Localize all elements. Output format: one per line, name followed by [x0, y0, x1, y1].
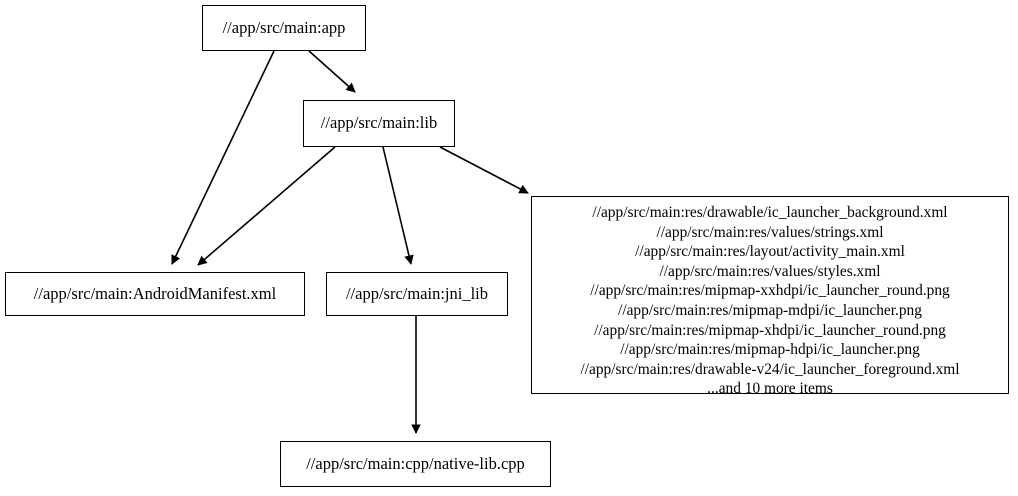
graph-node-res-bundle-line: //app/src/main:res/values/strings.xml [656, 223, 884, 241]
graph-node-res-bundle-line: //app/src/main:res/mipmap-xxhdpi/ic_laun… [590, 282, 950, 300]
graph-node-native-lib-cpp-label: //app/src/main:cpp/native-lib.cpp [306, 453, 525, 473]
edge-lib-to-jni-lib [382, 146, 414, 265]
graph-node-lib[interactable]: //app/src/main:lib [303, 100, 455, 147]
graph-node-res-bundle-line: //app/src/main:res/values/styles.xml [659, 262, 881, 280]
graph-node-app[interactable]: //app/src/main:app [202, 5, 366, 51]
graph-node-jni-lib[interactable]: //app/src/main:jni_lib [326, 272, 508, 316]
graph-node-res-bundle-line: ...and 10 more items [707, 380, 833, 398]
graph-node-lib-label: //app/src/main:lib [320, 113, 438, 133]
edge-lib-to-res-bundle [439, 146, 529, 194]
edge-app-to-manifest [171, 50, 275, 265]
graph-node-res-bundle[interactable]: //app/src/main:res/drawable/ic_launcher_… [531, 196, 1009, 397]
edge-app-to-lib [308, 50, 356, 93]
graph-node-res-bundle-line: //app/src/main:res/layout/activity_main.… [635, 243, 905, 261]
graph-node-res-bundle-line: //app/src/main:res/drawable/ic_launcher_… [592, 204, 948, 221]
graph-node-res-bundle-label-list: //app/src/main:res/drawable/ic_launcher_… [542, 203, 998, 399]
edge-lib-to-manifest [197, 146, 336, 266]
graph-node-android-manifest-label: //app/src/main:AndroidManifest.xml [33, 283, 277, 303]
graph-node-res-bundle-line: //app/src/main:res/drawable-v24/ic_launc… [580, 360, 960, 378]
graph-node-res-bundle-line: //app/src/main:res/mipmap-hdpi/ic_launch… [620, 341, 920, 359]
graph-node-native-lib-cpp[interactable]: //app/src/main:cpp/native-lib.cpp [280, 441, 551, 487]
graph-node-app-label: //app/src/main:app [222, 17, 346, 37]
graph-node-res-bundle-line: //app/src/main:res/mipmap-mdpi/ic_launch… [618, 301, 922, 319]
graph-node-res-bundle-line: //app/src/main:res/mipmap-xhdpi/ic_launc… [594, 321, 946, 339]
graph-node-jni-lib-label: //app/src/main:jni_lib [345, 283, 489, 303]
graph-node-android-manifest[interactable]: //app/src/main:AndroidManifest.xml [5, 272, 305, 316]
